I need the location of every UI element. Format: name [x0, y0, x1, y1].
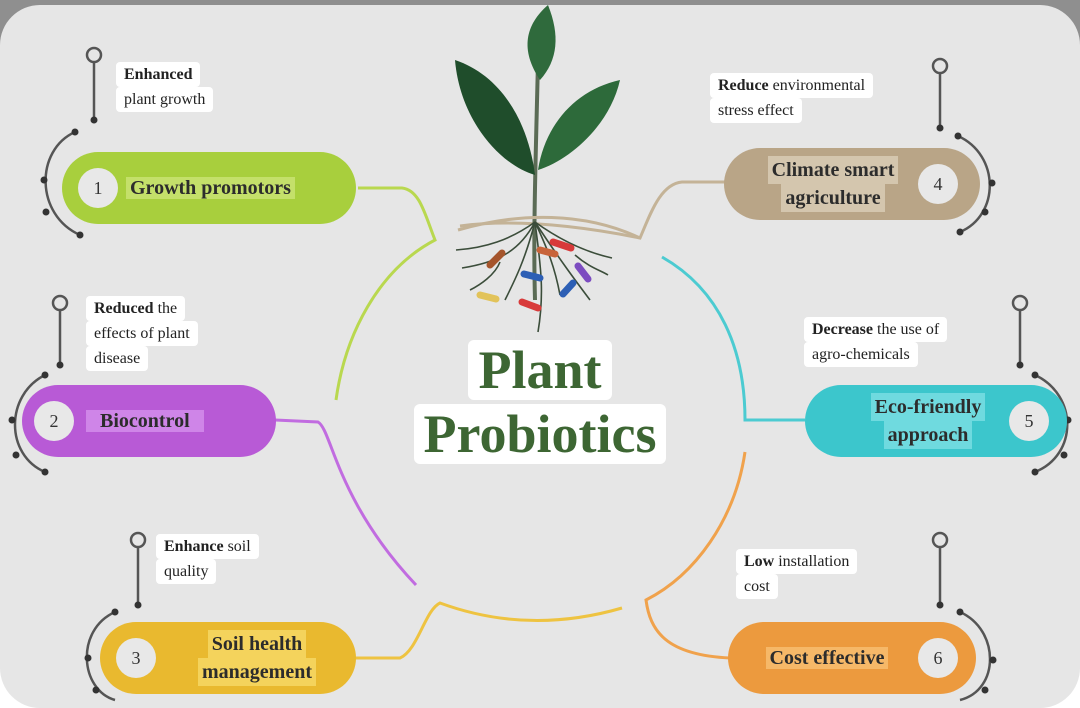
note-line: plant growth — [116, 87, 214, 112]
node-label-growth-promotors: Growth promotors — [126, 174, 344, 202]
note-line: stress effect — [710, 98, 802, 123]
label-line: Eco-friendly — [870, 393, 986, 421]
title-line-1: Plant — [468, 340, 612, 400]
arc-eco — [661, 255, 805, 422]
label-line: Cost effective — [765, 647, 889, 669]
number-badge-2: 2 — [34, 401, 74, 441]
leaf-right-large — [538, 80, 620, 170]
node-label-cost-effective: Cost effective — [742, 644, 912, 672]
leaf-top — [527, 5, 556, 80]
label-line: Biocontrol — [86, 410, 204, 432]
note-line: Decrease the use of — [804, 317, 948, 342]
arc-cost — [644, 451, 747, 660]
label-line: Growth promotors — [126, 177, 295, 199]
note-line: quality — [156, 559, 217, 584]
note-line: Enhanced — [116, 62, 201, 87]
label-line: approach — [883, 421, 973, 449]
node-eco-friendly: Eco-friendly approach 5 — [805, 385, 1067, 457]
number-badge-6: 6 — [918, 638, 958, 678]
number-badge-4: 4 — [918, 164, 958, 204]
plant-illustration — [455, 5, 641, 333]
arc-climate — [459, 180, 725, 240]
note-line: Reduced the — [86, 296, 186, 321]
node-label-soil-health: Soil health management — [182, 630, 332, 686]
number-badge-5: 5 — [1009, 401, 1049, 441]
ground-line — [457, 215, 641, 240]
note-line: effects of plant — [86, 321, 198, 346]
arc-growth — [334, 186, 437, 401]
arc-biocontrol — [274, 418, 418, 587]
node-cost-effective: Cost effective 6 — [728, 622, 976, 694]
node-label-eco-friendly: Eco-friendly approach — [841, 393, 1015, 449]
arc-soil — [355, 601, 623, 660]
pin-dots-right — [936, 124, 1072, 694]
label-line: agriculture — [781, 184, 885, 212]
label-line: Climate smart — [767, 156, 899, 184]
title-line-2: Probiotics — [413, 404, 667, 464]
node-growth-promotors: 1 Growth promotors — [62, 152, 356, 224]
note-line: Enhance soil — [156, 534, 259, 559]
note-line: disease — [86, 346, 149, 371]
node-label-biocontrol: Biocontrol — [86, 407, 236, 435]
number-badge-3: 3 — [116, 638, 156, 678]
leaf-left-large — [455, 60, 535, 175]
diagram-title: Plant Probiotics — [400, 340, 680, 464]
stem — [532, 59, 540, 301]
bacteria — [476, 238, 592, 312]
note-line: Low installation — [736, 549, 858, 574]
label-line: Soil health — [207, 630, 307, 658]
note-line: cost — [736, 574, 778, 599]
pin-dots-left — [8, 116, 142, 694]
label-line: management — [198, 658, 316, 686]
node-climate-smart: Climate smart agriculture 4 — [724, 148, 980, 220]
node-biocontrol: 2 Biocontrol — [22, 385, 276, 457]
note-line: Reduce environmental — [710, 73, 874, 98]
number-badge-1: 1 — [78, 168, 118, 208]
note-line: agro-chemicals — [804, 342, 918, 367]
pin-connectors-left — [13, 46, 147, 702]
node-soil-health: 3 Soil health management — [100, 622, 356, 694]
node-label-climate-smart: Climate smart agriculture — [748, 156, 918, 212]
